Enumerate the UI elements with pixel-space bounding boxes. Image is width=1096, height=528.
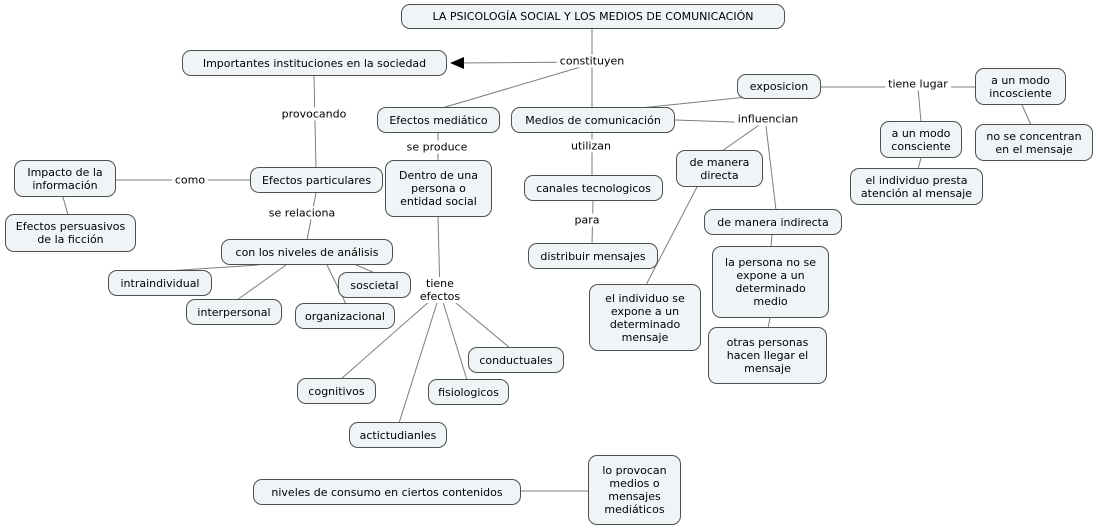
concept-node-efectos-particulares[interactable]: Efectos particulares — [250, 167, 383, 193]
link-label-se-produce[interactable]: se produce — [403, 140, 471, 154]
arrowhead-icon — [450, 57, 464, 69]
connector-line — [236, 264, 287, 301]
connector-line — [441, 65, 585, 109]
connector-line — [639, 96, 748, 109]
concept-node-lo-provocan[interactable]: lo provocan medios o mensajes mediáticos — [588, 455, 681, 525]
concept-node-cognitivos[interactable]: cognitivos — [297, 378, 376, 404]
concept-node-intraindividual[interactable]: intraindividual — [108, 270, 212, 296]
concept-node-efectos-mediatico[interactable]: Efectos mediático — [377, 107, 500, 133]
concept-node-dentro-persona[interactable]: Dentro de una persona o entidad social — [385, 160, 492, 217]
connector-line — [917, 87, 922, 123]
connector-line — [398, 302, 438, 424]
connector-line — [340, 299, 432, 380]
connector-line — [355, 264, 376, 274]
concept-node-individuo-expone[interactable]: el individuo se expone a un determinado … — [589, 284, 701, 351]
connector-line — [645, 186, 698, 286]
concept-node-soscietal[interactable]: soscietal — [338, 272, 411, 298]
concept-node-manera-indirecta[interactable]: de manera indirecta — [704, 209, 842, 235]
concept-node-modo-incosciente[interactable]: a un modo incosciente — [975, 68, 1066, 105]
concept-node-exposicion[interactable]: exposicion — [737, 74, 821, 99]
concept-node-instituciones[interactable]: Importantes instituciones en la sociedad — [182, 50, 447, 76]
link-label-para[interactable]: para — [571, 213, 603, 227]
concept-node-modo-consciente[interactable]: a un modo consciente — [880, 121, 962, 158]
link-label-utilizan[interactable]: utilizan — [568, 139, 614, 153]
link-label-tiene-efectos[interactable]: tiene efectos — [413, 277, 467, 303]
concept-node-individuo-presta[interactable]: el individuo presta atención al mensaje — [850, 168, 983, 205]
concept-node-impacto-informacion[interactable]: Impacto de la información — [14, 160, 116, 197]
link-label-se-relaciona[interactable]: se relaciona — [265, 206, 339, 220]
concept-node-persona-no-expone[interactable]: la persona no se expone a un determinado… — [712, 246, 829, 318]
connector-line — [767, 317, 771, 329]
concept-node-interpersonal[interactable]: interpersonal — [186, 299, 282, 325]
connector-line — [1021, 104, 1032, 126]
connector-line — [313, 75, 317, 169]
link-label-influencian[interactable]: influencian — [734, 112, 802, 126]
concept-node-manera-directa[interactable]: de manera directa — [676, 150, 763, 187]
concept-node-otras-personas[interactable]: otras personas hacen llegar el mensaje — [708, 327, 827, 384]
connector-line — [326, 264, 347, 305]
concept-node-actictudianles[interactable]: actictudianles — [349, 422, 447, 448]
link-label-constituyen[interactable]: constituyen — [556, 54, 628, 68]
connector-line — [770, 234, 773, 248]
concept-node-niveles-analisis[interactable]: con los niveles de análisis — [221, 239, 393, 265]
concept-node-organizacional[interactable]: organizacional — [295, 303, 395, 329]
connector-line — [62, 196, 69, 216]
link-label-tiene-lugar[interactable]: tiene lugar — [885, 77, 951, 91]
concept-node-efectos-persuasivos[interactable]: Efectos persuasivos de la ficción — [5, 214, 136, 252]
concept-node-titulo[interactable]: LA PSICOLOGÍA SOCIAL Y LOS MEDIOS DE COM… — [401, 4, 785, 29]
connector-line — [917, 157, 922, 170]
concept-node-fisiologicos[interactable]: fisiologicos — [428, 379, 509, 405]
concept-node-no-concentran[interactable]: no se concentran en el mensaje — [975, 124, 1093, 161]
connector-line — [449, 297, 511, 349]
connector-line — [442, 301, 468, 381]
concept-node-distribuir-mensajes[interactable]: distribuir mensajes — [528, 243, 658, 269]
connector-line — [765, 125, 777, 211]
concept-node-canales-tecnologicos[interactable]: canales tecnologicos — [524, 175, 663, 201]
link-label-provocando[interactable]: provocando — [278, 107, 350, 121]
concept-node-niveles-consumo[interactable]: niveles de consumo en ciertos contenidos — [253, 479, 521, 505]
link-label-como[interactable]: como — [171, 173, 209, 187]
connector-line — [721, 122, 763, 152]
concept-node-medios-de-comunicacion[interactable]: Medios de comunicación — [511, 107, 675, 133]
concept-node-conductuales[interactable]: conductuales — [468, 347, 564, 373]
